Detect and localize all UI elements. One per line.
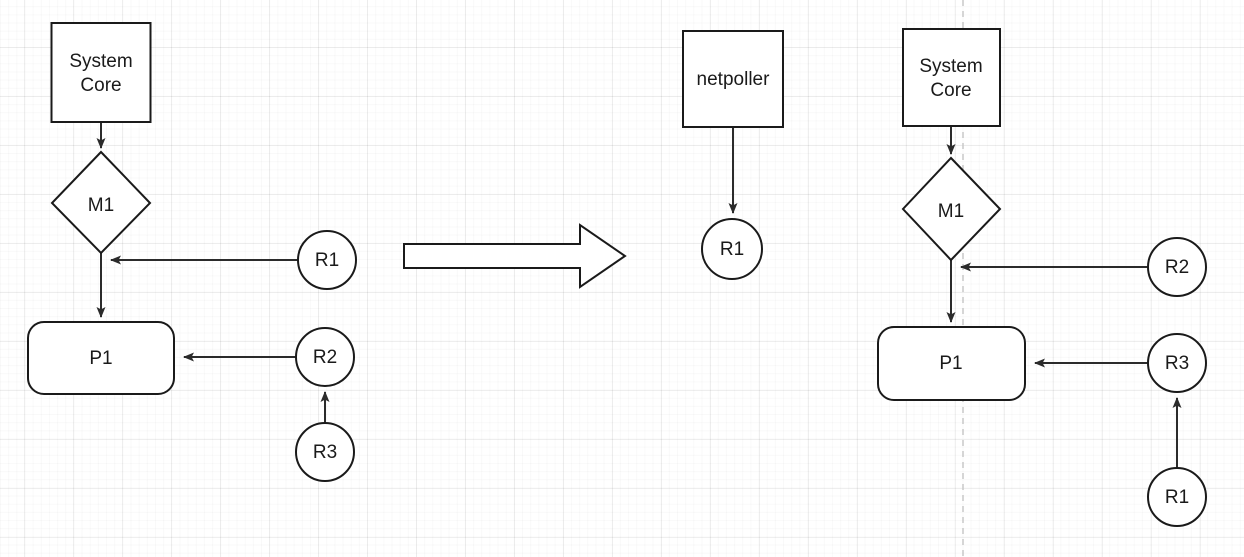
transform-arrow [403,223,627,289]
right-m1-node[interactable]: M1 [901,156,1002,262]
right-r3-node[interactable]: R3 [1147,333,1207,393]
netpoller-node[interactable]: netpoller [682,30,784,128]
transform-arrow-shape [403,223,627,289]
right-r3-shape[interactable] [1147,333,1207,393]
right-m1-shape[interactable] [901,156,1002,262]
right-p1-node[interactable]: P1 [877,326,1026,401]
left-p1-node[interactable]: P1 [27,321,175,395]
right-r1-node[interactable]: R1 [1147,467,1207,527]
left-r1-node[interactable]: R1 [297,230,357,290]
left-system-core-shape[interactable] [50,22,152,123]
netpoller-r1-node[interactable]: R1 [701,218,763,280]
left-r2-node[interactable]: R2 [295,327,355,387]
right-panel: System Core M1 P1 R2 R3 [877,28,1207,527]
netpoller-shape[interactable] [682,30,784,128]
left-p1-shape[interactable] [27,321,175,395]
left-m1-node[interactable]: M1 [50,150,152,255]
right-r1-shape[interactable] [1147,467,1207,527]
left-r3-shape[interactable] [295,422,355,482]
right-p1-shape[interactable] [877,326,1026,401]
right-r2-shape[interactable] [1147,237,1207,297]
left-r1-shape[interactable] [297,230,357,290]
left-panel: System Core M1 P1 R1 R2 [27,22,357,482]
netpoller-r1-shape[interactable] [701,218,763,280]
right-r2-node[interactable]: R2 [1147,237,1207,297]
left-r2-shape[interactable] [295,327,355,387]
middle-panel: netpoller R1 [682,30,784,280]
left-m1-shape[interactable] [50,150,152,255]
right-system-core-shape[interactable] [902,28,1001,127]
right-system-core-node[interactable]: System Core [902,28,1001,127]
left-system-core-node[interactable]: System Core [50,22,152,123]
left-r3-node[interactable]: R3 [295,422,355,482]
